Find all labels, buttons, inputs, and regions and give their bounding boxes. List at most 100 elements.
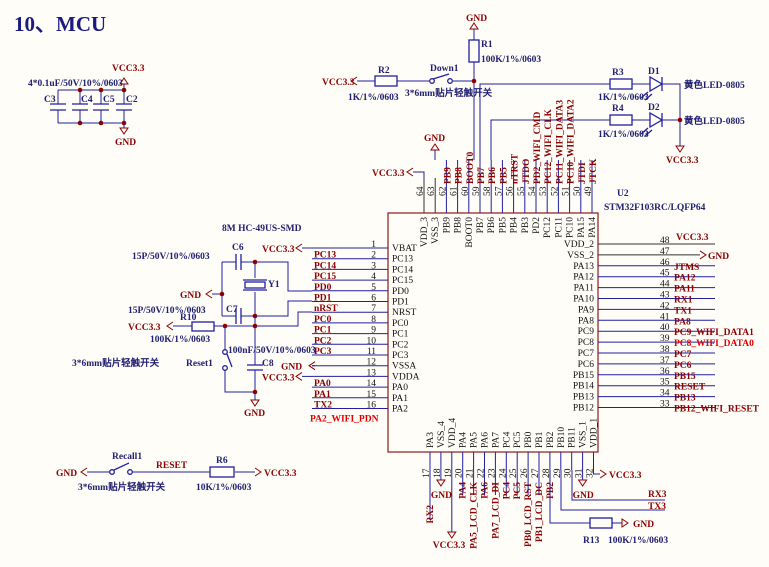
led-circuit: R3 1K/1%/0603 R4 1K/1%/0603 D1 D2 黄色LED-… <box>479 67 745 166</box>
pin-name: PA9 <box>578 305 594 315</box>
c6-value: 15P/50V/10%/0603 <box>132 252 210 262</box>
pin-name: PC10 <box>566 217 576 238</box>
pin-name: VDDA <box>392 372 420 382</box>
pin-number: 15 <box>367 390 377 400</box>
switch-desc: 3*6mm贴片轻触开关 <box>78 481 166 493</box>
r2-value: 1K/1%/0603 <box>348 93 399 103</box>
net-label: RX2 <box>426 505 436 524</box>
pin-number: 24 <box>498 468 508 478</box>
d2-ref: D2 <box>648 103 660 113</box>
pin-number: 40 <box>660 323 670 333</box>
pin-number: 48 <box>660 236 670 246</box>
pin-number: 53 <box>539 186 549 196</box>
c8-ref: C8 <box>262 359 274 369</box>
pin-number: 28 <box>542 468 552 478</box>
pin-number: 6 <box>371 294 376 304</box>
vcc-label: VCC3.3 <box>322 78 355 88</box>
pin-number: 55 <box>517 186 527 196</box>
net-label: JTDI <box>578 162 588 184</box>
net-label: PA1 <box>314 390 331 400</box>
pin-number: 31 <box>575 468 585 478</box>
pin-number: 57 <box>494 186 504 196</box>
pin-name: PC4 <box>502 431 512 448</box>
pin-name: PA10 <box>573 295 594 305</box>
pin-number: 10 <box>367 336 377 346</box>
pin-line <box>593 470 600 475</box>
pin-name: PB1 <box>535 431 545 448</box>
net-label: PB6 <box>488 167 498 184</box>
pin-number: 34 <box>660 389 670 399</box>
r3-value: 1K/1%/0603 <box>598 93 649 103</box>
vcc-label: VCC3.3 <box>372 169 405 179</box>
pin-name: PB9 <box>442 217 452 234</box>
pin-number: 43 <box>660 291 670 301</box>
pin-number: 52 <box>550 186 560 196</box>
net-label: PC0 <box>314 315 332 325</box>
decoupling-value: 4*0.1uF/50V/10%/0603 <box>28 79 123 89</box>
pin-number: 33 <box>660 400 670 410</box>
net-label: PA2_WIFI_PDN <box>310 415 379 425</box>
c8-value: 100nF/50V/10%/0603 <box>228 346 316 356</box>
crystal-reset-circuit: 8M HC-49US-SMD C6 15P/50V/10%/0603 Y1 GN… <box>72 224 316 419</box>
pin-number: 58 <box>483 186 493 196</box>
pin-number: 49 <box>584 186 594 196</box>
pin-number: 30 <box>564 468 574 478</box>
power-label: GND <box>281 363 302 373</box>
power-arrow-icon <box>577 479 588 487</box>
cap-ref: C2 <box>126 95 138 105</box>
pin-name: PB2 <box>546 431 556 448</box>
pin-name: PB4 <box>510 217 520 234</box>
pin-name: PA3 <box>426 432 436 448</box>
reset-net: RESET <box>156 461 188 471</box>
pin-name: PC3 <box>392 351 409 361</box>
power-label: GND <box>573 491 594 501</box>
d1-desc: 黄色LED-0805 <box>684 79 745 91</box>
pin-name: PC13 <box>392 255 413 265</box>
pin-number: 22 <box>477 468 487 478</box>
gnd-label: GND <box>424 134 445 144</box>
net-label: PA11 <box>674 285 695 295</box>
net-label: PB7 <box>477 167 487 184</box>
pin-number: 1 <box>371 240 376 250</box>
net-label: PB2 <box>546 482 556 499</box>
pin-number: 32 <box>586 468 596 478</box>
pin-number: 41 <box>660 312 670 322</box>
pin-number: 56 <box>506 186 516 196</box>
pin-name: PA2 <box>392 405 408 415</box>
pin-name: PC7 <box>578 349 595 359</box>
pin-number: 16 <box>367 401 377 411</box>
pin-number: 44 <box>660 280 670 290</box>
pin-name: VSS_4 <box>437 421 447 448</box>
page-title: 10、MCU <box>14 12 106 36</box>
pin-name: PC6 <box>578 360 595 370</box>
pin-number: 60 <box>461 186 471 196</box>
down1-ref: Down1 <box>430 64 459 74</box>
r2-ref: R2 <box>378 66 390 76</box>
pin-name: PD1 <box>392 298 409 308</box>
pin-number: 13 <box>367 368 377 378</box>
pin-number: 26 <box>520 468 530 478</box>
net-label: PB9 <box>443 167 453 184</box>
pin-number: 47 <box>660 247 670 257</box>
power-arrow-icon <box>435 479 446 487</box>
power-label: GND <box>708 252 729 262</box>
d1-ref: D1 <box>648 67 660 77</box>
pin-name: PA13 <box>573 262 594 272</box>
net-label: PC5 <box>513 482 523 500</box>
pin-number: 18 <box>433 468 443 478</box>
net-label: PC14 <box>314 261 336 271</box>
pin-number: 19 <box>444 468 454 478</box>
r3-ref: R3 <box>612 68 624 78</box>
pin-name: VSS_3 <box>431 217 441 244</box>
net-label: PB0_LCD_RST <box>524 481 534 547</box>
net-label: TX2 <box>314 401 332 411</box>
pin-number: 51 <box>562 186 572 196</box>
pin-name: PA4 <box>459 432 469 448</box>
power-label: VCC3.3 <box>262 245 295 255</box>
pin-name: VBAT <box>392 244 417 254</box>
pin-name: PB0 <box>524 431 534 448</box>
pin-number: 64 <box>416 186 426 196</box>
c7-ref: C7 <box>226 305 238 315</box>
pin-name: VDD_3 <box>420 217 430 247</box>
